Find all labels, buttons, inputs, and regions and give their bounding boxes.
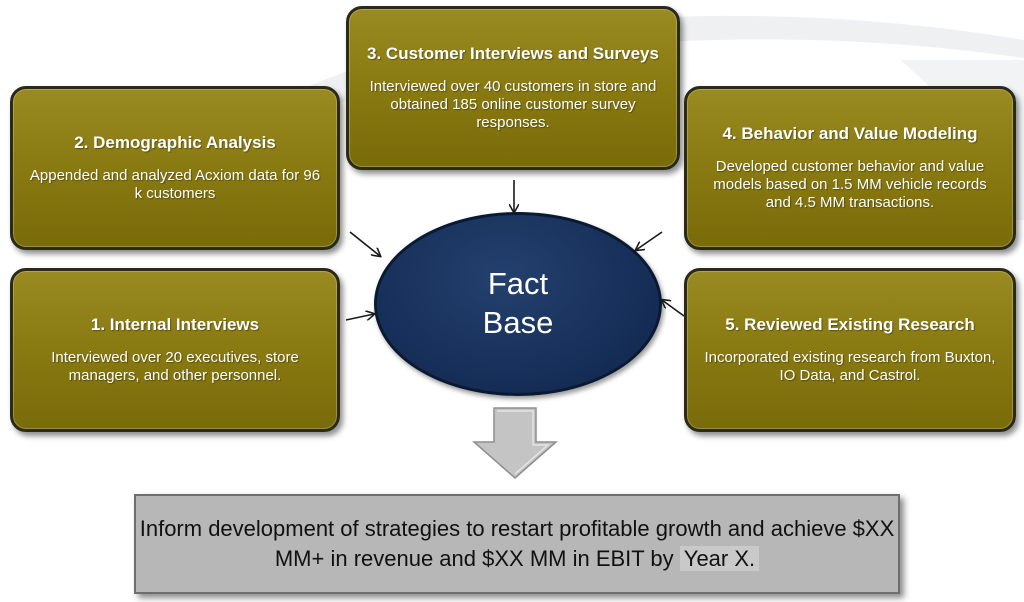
box-body: Developed customer behavior and value mo… — [713, 158, 987, 212]
box-reviewed-research: 5. Reviewed Existing Research Incorporat… — [684, 268, 1016, 432]
box-body: Interviewed over 40 customers in store a… — [369, 78, 657, 132]
box-title: 4. Behavior and Value Modeling — [722, 123, 978, 143]
outcome-year: Year X. — [679, 546, 760, 571]
fact-base-ellipse: Fact Base — [374, 212, 662, 396]
outcome-box: Inform development of strategies to rest… — [134, 494, 900, 594]
box-demographic-analysis: 2. Demographic Analysis Appended and ana… — [10, 86, 340, 250]
box-title: 3. Customer Interviews and Surveys — [367, 43, 659, 63]
box-body: Incorporated existing research from Buxt… — [704, 349, 996, 385]
box-title: 1. Internal Interviews — [90, 314, 260, 334]
outcome-statement: Inform development of strategies to rest… — [139, 516, 895, 571]
box-customer-interviews: 3. Customer Interviews and Surveys Inter… — [346, 6, 680, 170]
outcome-text: Inform development of strategies to rest… — [136, 514, 898, 573]
box-internal-interviews: 1. Internal Interviews Interviewed over … — [10, 268, 340, 432]
box-body: Appended and analyzed Acxiom data for 96… — [29, 167, 321, 203]
box-title: 5. Reviewed Existing Research — [725, 314, 975, 334]
box-body: Interviewed over 20 executives, store ma… — [51, 349, 299, 385]
box-title: 2. Demographic Analysis — [74, 132, 276, 152]
box-behavior-value-modeling: 4. Behavior and Value Modeling Developed… — [684, 86, 1016, 250]
fact-base-label: Fact Base — [482, 266, 554, 340]
